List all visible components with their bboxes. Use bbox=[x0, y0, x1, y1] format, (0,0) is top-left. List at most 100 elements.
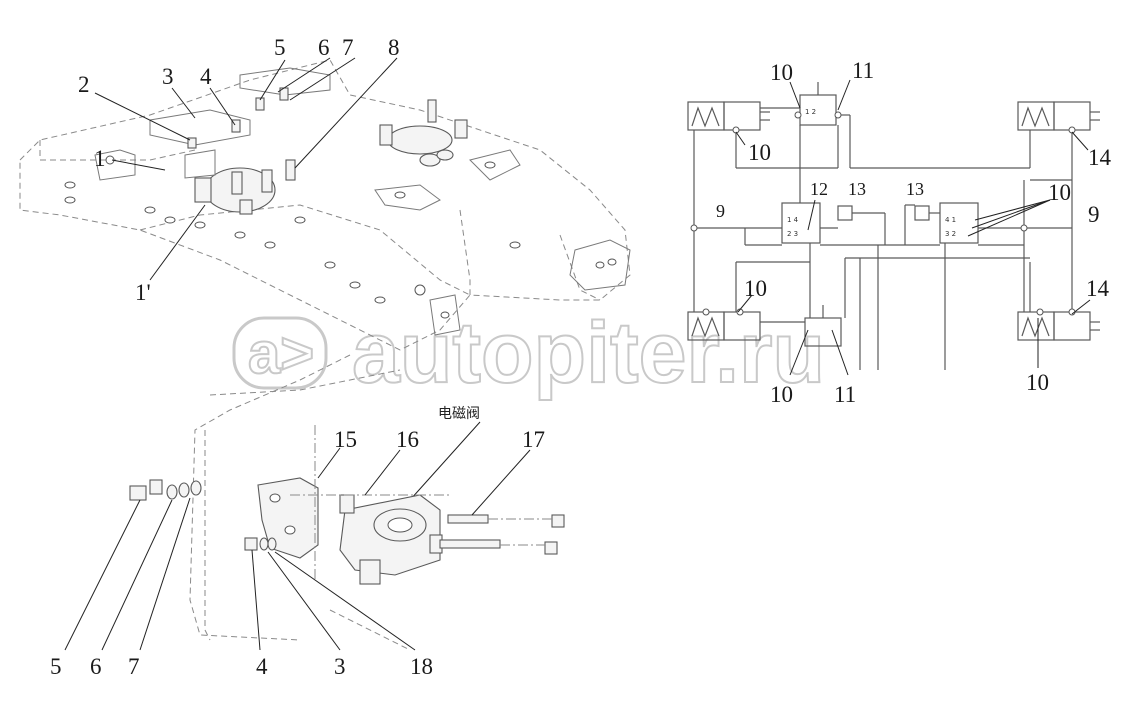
callout-10-cluster: 10 bbox=[1048, 180, 1071, 205]
callout-12: 12 bbox=[810, 179, 828, 199]
fastener-7b bbox=[190, 480, 202, 496]
leader-16 bbox=[364, 449, 401, 496]
frame-valve-cluster-right bbox=[379, 99, 468, 167]
leader-10f bbox=[789, 329, 809, 376]
callout-9-left: 9 bbox=[716, 201, 725, 221]
callout-5: 5 bbox=[274, 35, 286, 60]
frame-edge-1 bbox=[39, 140, 196, 161]
connection-line-mid bbox=[209, 369, 401, 396]
valve-mount bbox=[184, 149, 216, 179]
frame-edge-2 bbox=[139, 204, 471, 296]
valve-port bbox=[239, 199, 253, 215]
fastener-3b bbox=[267, 537, 277, 551]
callout-9-right: 9 bbox=[1088, 202, 1100, 227]
watermark-logo-glyph: a> bbox=[248, 321, 314, 386]
leader-10b bbox=[735, 131, 746, 146]
frame-bracket-right bbox=[569, 239, 631, 291]
frame-plate-top bbox=[149, 109, 251, 146]
frame-valve-assembly bbox=[184, 149, 296, 215]
frame-plate-mid bbox=[374, 184, 441, 211]
callout-6: 6 bbox=[318, 35, 330, 60]
frame-hole bbox=[234, 231, 246, 239]
chassis-frame bbox=[19, 59, 631, 351]
callout-7-bottom: 7 bbox=[128, 654, 140, 679]
relay-valve-left bbox=[781, 202, 821, 244]
solenoid-side-port bbox=[339, 494, 355, 514]
fastener-4 bbox=[244, 537, 258, 551]
bolt-17a bbox=[447, 514, 489, 524]
frame-bolts bbox=[187, 87, 289, 149]
spring-symbol bbox=[1021, 106, 1050, 128]
callout-3-bottom: 3 bbox=[334, 654, 346, 679]
frame-hole bbox=[440, 311, 450, 319]
cluster-port bbox=[379, 124, 393, 146]
leader-5-bottom bbox=[64, 499, 141, 651]
frame-hole bbox=[324, 261, 336, 269]
callout-10-bottom: 10 bbox=[770, 382, 793, 407]
leader-5 bbox=[259, 59, 286, 101]
callout-4: 4 bbox=[200, 64, 212, 89]
connection-line-left-2 bbox=[204, 430, 211, 641]
valve-port bbox=[194, 177, 212, 203]
callout-3: 3 bbox=[162, 64, 174, 89]
spring-symbol bbox=[1021, 316, 1050, 338]
leader-6-bottom bbox=[101, 499, 173, 651]
bolt bbox=[231, 119, 241, 133]
frame-hole bbox=[414, 284, 426, 296]
callout-10-bottom-right: 10 bbox=[1026, 370, 1049, 395]
bracket-hole bbox=[269, 493, 281, 503]
frame-bracket-left bbox=[94, 149, 136, 181]
relay-valve-left-ports: 1 4 bbox=[787, 216, 799, 224]
solenoid-port bbox=[387, 517, 413, 533]
watermark: a> autopiter.ru bbox=[232, 304, 826, 402]
fastener-7 bbox=[178, 482, 190, 498]
callout-14-top: 14 bbox=[1088, 145, 1112, 170]
cluster-port bbox=[436, 149, 454, 161]
leader-4-bottom bbox=[251, 549, 261, 651]
connection-line-left bbox=[189, 354, 351, 641]
leader-1 bbox=[111, 159, 166, 171]
fastener-5 bbox=[129, 485, 147, 501]
nut-17a bbox=[551, 514, 565, 528]
leader-10c-1 bbox=[974, 199, 1051, 221]
leader-10c-3 bbox=[967, 199, 1051, 237]
leader-14a bbox=[1071, 131, 1089, 151]
callout-10-top: 10 bbox=[770, 60, 793, 85]
connection-line-bottom bbox=[329, 609, 411, 651]
junction bbox=[1020, 224, 1028, 232]
junction bbox=[1036, 308, 1044, 316]
frame-hole bbox=[607, 258, 617, 266]
valve-top-port-label: 1 2 bbox=[805, 108, 816, 116]
callout-17: 17 bbox=[522, 427, 545, 452]
leader-3 bbox=[171, 87, 196, 119]
cluster-port bbox=[419, 153, 441, 167]
cluster-port bbox=[454, 119, 468, 139]
frame-plate-top-2 bbox=[239, 67, 331, 96]
callout-6-bottom: 6 bbox=[90, 654, 102, 679]
bolt-17b bbox=[439, 539, 501, 549]
left-leaders bbox=[94, 57, 398, 281]
check-valve-left bbox=[837, 205, 853, 221]
callout-18: 18 bbox=[410, 654, 433, 679]
junction bbox=[794, 111, 802, 119]
leader-10a bbox=[789, 81, 801, 109]
frame-hole bbox=[349, 281, 361, 289]
callout-10-lower-left: 10 bbox=[744, 276, 767, 301]
callout-4-bottom: 4 bbox=[256, 654, 268, 679]
frame-edge-3 bbox=[459, 209, 471, 295]
cluster-port bbox=[427, 99, 437, 123]
fastener-3 bbox=[259, 537, 269, 551]
callout-16: 16 bbox=[396, 427, 419, 452]
schematic-leaders bbox=[735, 79, 1091, 376]
leader-17 bbox=[471, 449, 531, 516]
frame-hole bbox=[374, 296, 386, 304]
leader-6 bbox=[277, 57, 331, 93]
spring-symbol bbox=[691, 106, 720, 128]
frame-hole bbox=[144, 206, 156, 214]
leader-2 bbox=[94, 92, 191, 141]
leader-10d bbox=[737, 294, 753, 313]
frame-holes bbox=[64, 155, 617, 319]
junction bbox=[702, 308, 710, 316]
leader-1p bbox=[149, 204, 206, 281]
